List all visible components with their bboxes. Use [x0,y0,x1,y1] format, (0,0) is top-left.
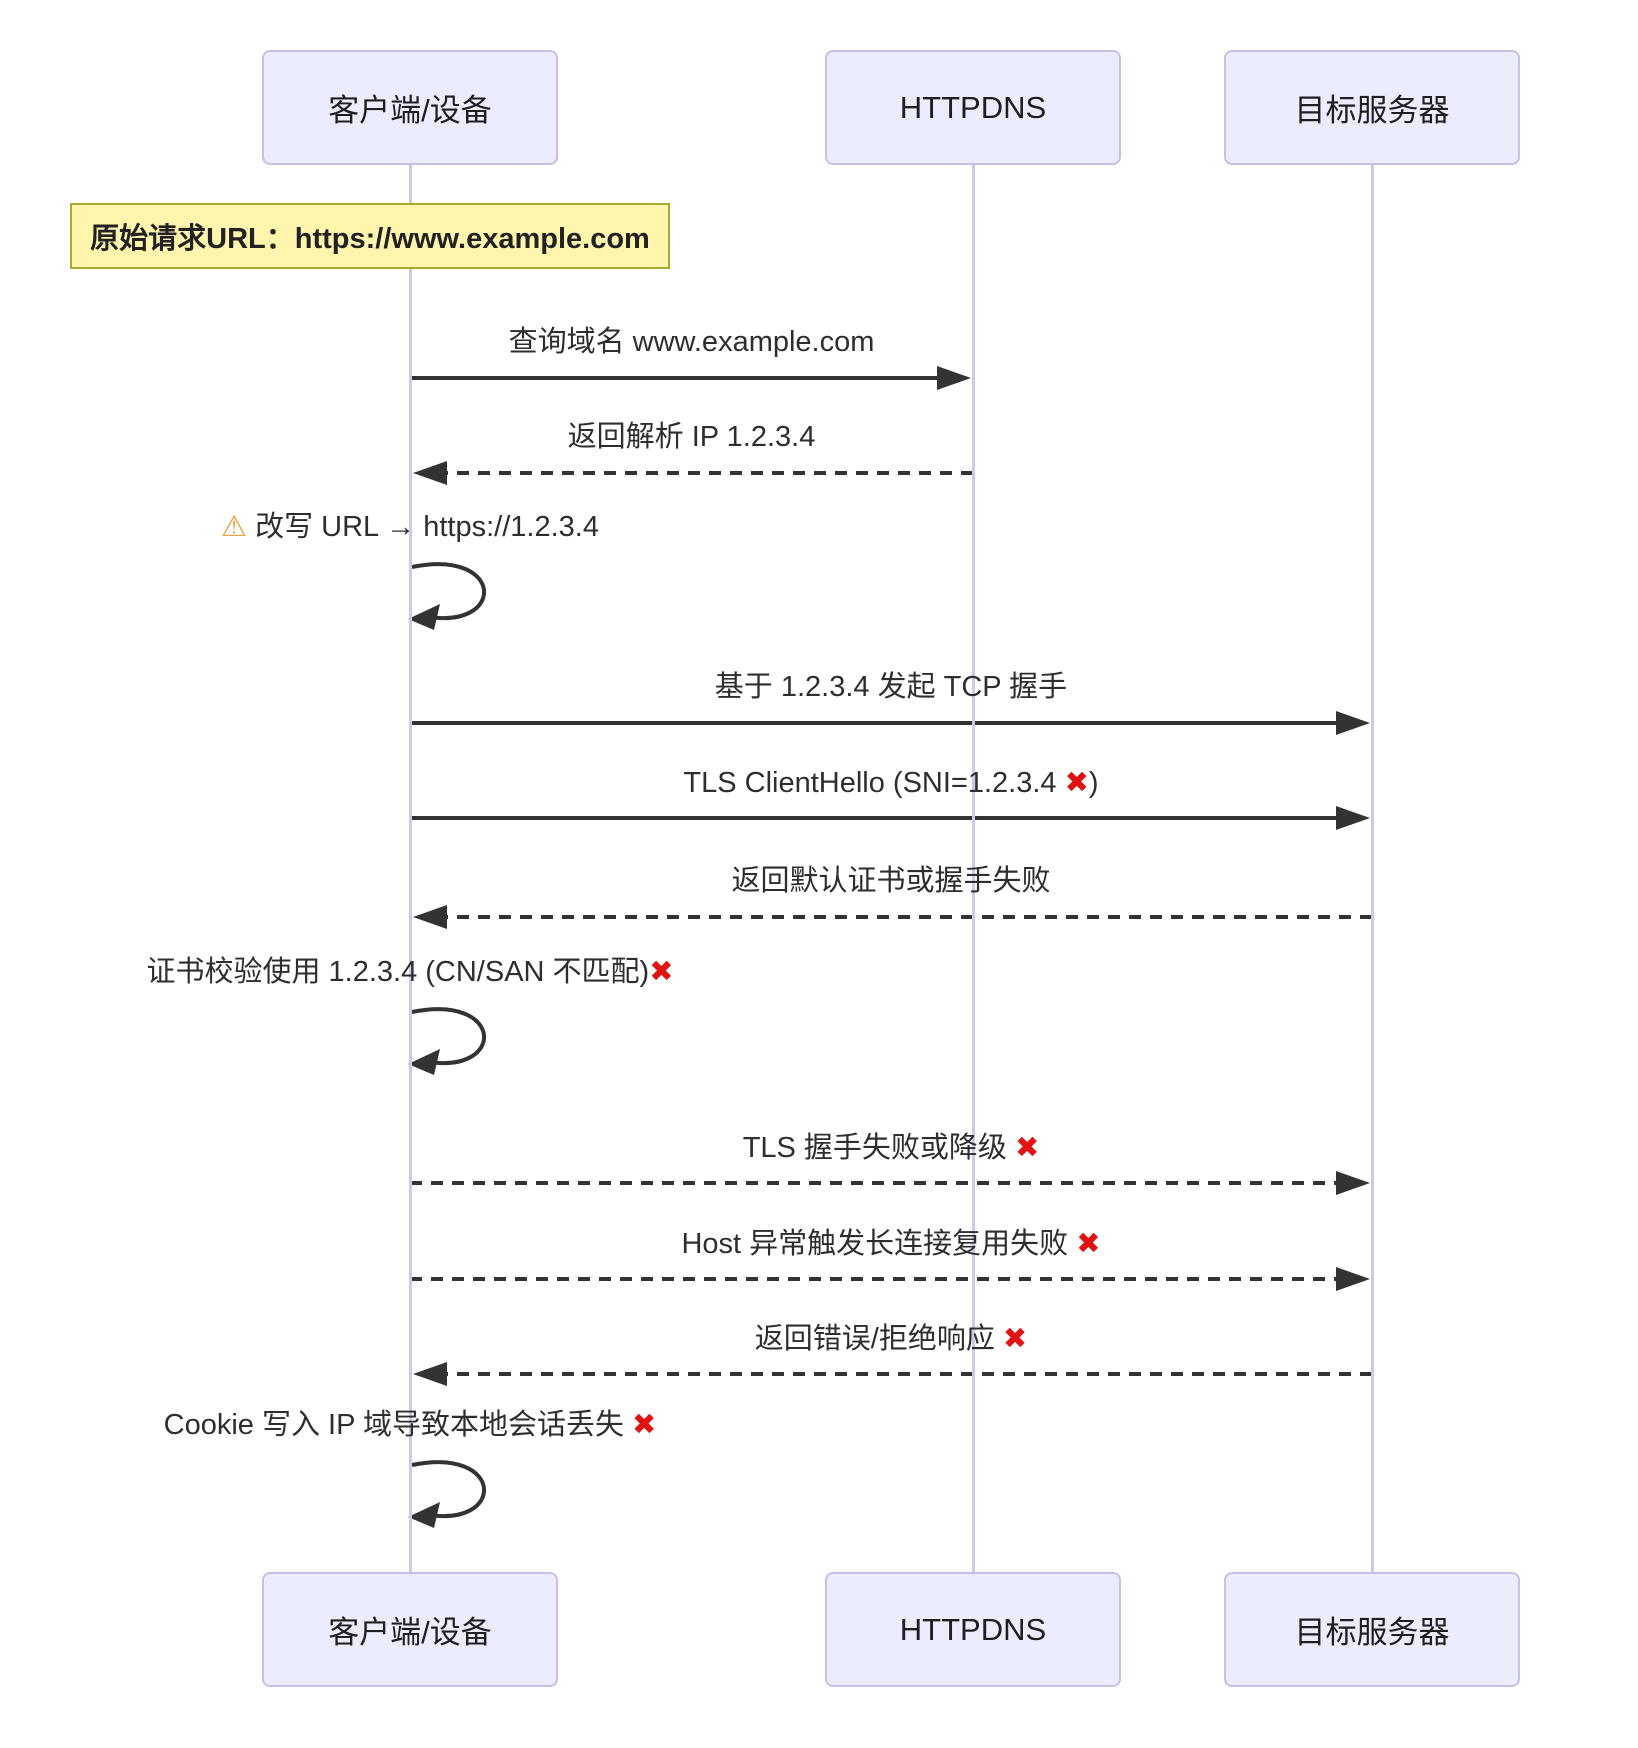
message-11-self-loop [411,1460,487,1518]
warning-triangle-icon: ⚠ [221,509,248,543]
participant-httpdns-top: HTTPDNS [825,50,1121,165]
participant-client-label: 客户端/设备 [328,1615,492,1650]
note-text: 原始请求URL：https://www.example.com [90,223,650,255]
red-cross-icon: ✖ [1064,765,1089,799]
red-cross-icon: ✖ [649,954,674,988]
message-9-label: Host 异常触发长连接复用失败 ✖ [681,1226,1101,1260]
red-cross-icon: ✖ [632,1407,657,1441]
message-2-arrowhead [413,461,447,485]
message-10-label: 返回错误/拒绝响应 ✖ [754,1321,1028,1355]
message-2-label: 返回解析 IP 1.2.3.4 [567,421,816,453]
message-8-arrowhead [1336,1171,1370,1195]
lifeline-client [408,165,412,1572]
message-3-self-loop [411,562,487,620]
red-cross-icon: ✖ [1015,1130,1040,1164]
message-8-label: TLS 握手失败或降级 ✖ [742,1130,1040,1164]
red-cross-icon: ✖ [1076,1226,1101,1260]
message-10-arrowhead [413,1362,447,1386]
participant-client-bottom: 客户端/设备 [262,1572,558,1687]
message-4-arrowhead [1336,711,1370,735]
lifeline-httpdns [971,165,975,1572]
participant-client-label: 客户端/设备 [328,93,492,128]
message-7-self-loop [411,1007,487,1065]
participant-server-label: 目标服务器 [1294,93,1450,128]
red-cross-icon: ✖ [1002,1321,1028,1355]
participant-httpdns-label: HTTPDNS [899,1611,1047,1647]
message-5-label: TLS ClientHello (SNI=1.2.3.4 ✖) [683,765,1099,799]
message-5-arrowhead [1336,806,1370,830]
participant-httpdns-bottom: HTTPDNS [825,1572,1121,1687]
participant-httpdns-label: HTTPDNS [899,89,1047,125]
message-1-label: 查询域名 www.example.com [508,326,875,358]
participant-server-label: 目标服务器 [1294,1615,1450,1650]
message-7-label: 证书校验使用 1.2.3.4 (CN/SAN 不匹配)✖ [146,954,674,988]
participant-server-top: 目标服务器 [1224,50,1520,165]
note-original-url: 原始请求URL：https://www.example.com [70,203,670,269]
message-7-arrowhead [408,1049,440,1075]
message-4-label: 基于 1.2.3.4 发起 TCP 握手 [714,671,1068,703]
message-6-label: 返回默认证书或握手失败 [731,865,1051,897]
message-3-arrowhead [408,604,440,630]
message-11-arrowhead [408,1502,440,1528]
lifeline-server [1370,165,1374,1572]
message-6-arrowhead [413,905,447,929]
message-1-arrowhead [937,366,971,390]
message-9-arrowhead [1336,1267,1370,1291]
message-3-label: ⚠ 改写 URL → https://1.2.3.4 [221,509,599,543]
message-11-label: Cookie 写入 IP 域导致本地会话丢失 ✖ [163,1407,657,1441]
participant-server-bottom: 目标服务器 [1224,1572,1520,1687]
participant-client-top: 客户端/设备 [262,50,558,165]
